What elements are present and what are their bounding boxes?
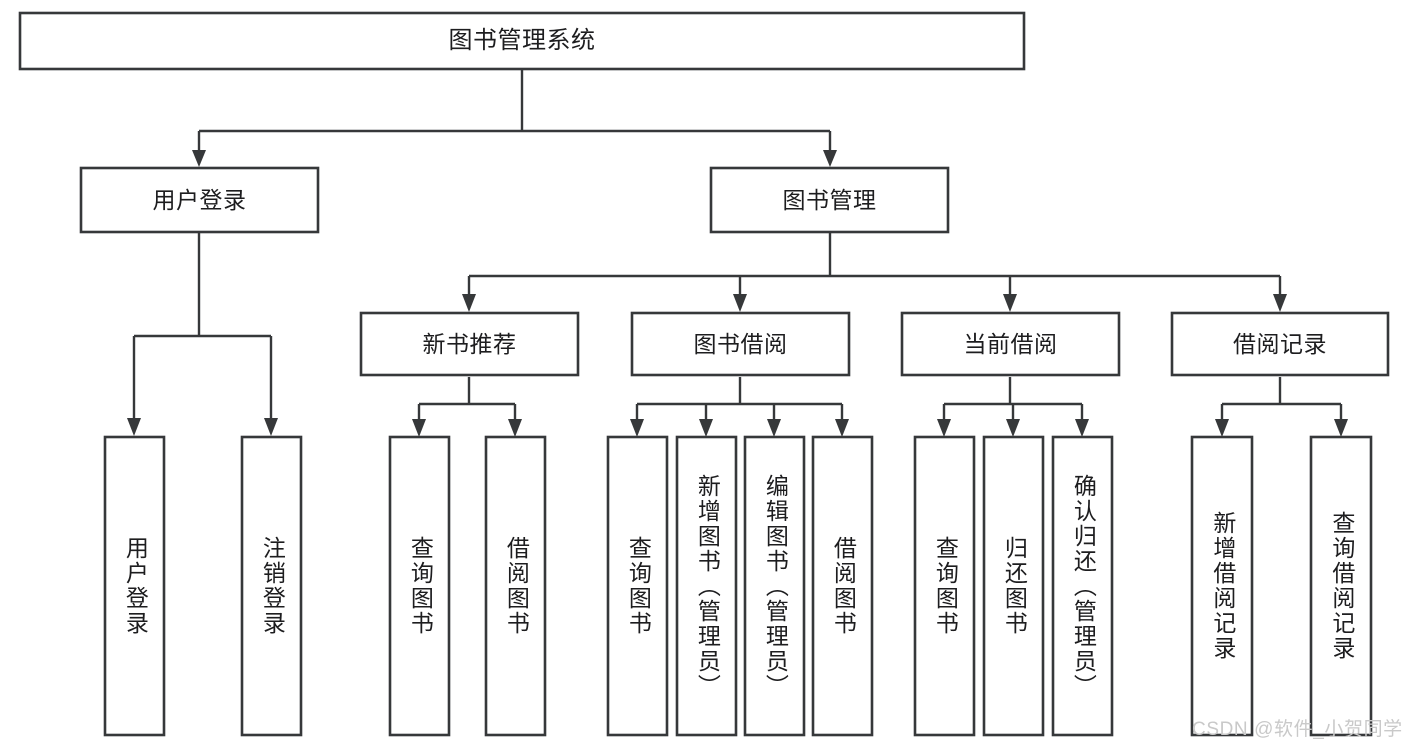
connector-group-borrow-record-to-leaves [1215,377,1348,437]
arrowhead-user-login [192,150,206,167]
arrowhead-book-manage [823,150,837,167]
node-box-root[interactable] [18,11,1026,71]
arrowhead-borrow-record [1273,294,1287,312]
arrowhead-bb-leaf-1 [630,419,644,437]
node-box-leaf-cb-return-book[interactable] [982,435,1045,737]
connector-group-book-manage-to-level2 [462,233,1287,312]
arrowhead-cb-leaf-1 [937,419,951,437]
arrowhead-bb-leaf-4 [835,419,849,437]
arrowhead-br-leaf-2 [1334,419,1348,437]
connector-group-user-login-to-leaves [127,233,278,436]
arrowhead-bb-leaf-2 [699,419,713,437]
arrowhead-current-borrow [1003,294,1017,312]
arrowhead-nb-leaf-1 [412,419,426,437]
node-box-leaf-bb-query-book[interactable] [606,435,669,737]
node-box-leaf-br-add-record[interactable] [1190,435,1254,737]
node-box-leaf-cb-query-book[interactable] [913,435,976,737]
node-box-user-login[interactable] [79,166,320,234]
arrowhead-bb-leaf-3 [767,419,781,437]
node-box-book-borrow[interactable] [630,311,851,377]
arrowhead-cb-leaf-3 [1075,419,1089,437]
connector-group-root-to-level1 [192,69,837,167]
node-box-leaf-logout-login[interactable] [240,435,303,737]
node-box-current-borrow[interactable] [900,311,1121,377]
node-box-leaf-nb-query-book[interactable] [388,435,451,737]
connector-group-current-borrow-to-leaves [937,377,1089,437]
connector-group-new-book-to-leaves [412,377,522,437]
node-box-leaf-bb-add-book[interactable] [675,435,738,737]
node-box-leaf-nb-borrow-book[interactable] [484,435,547,737]
node-box-leaf-user-login[interactable] [103,435,166,737]
arrowhead-leaf-user-login [127,418,141,436]
arrowhead-book-borrow [733,294,747,312]
node-box-new-book-recommend[interactable] [359,311,580,377]
node-box-leaf-bb-borrow-book[interactable] [811,435,874,737]
arrowhead-cb-leaf-2 [1006,419,1020,437]
connector-group-book-borrow-to-leaves [630,377,849,437]
node-box-leaf-br-query-record[interactable] [1309,435,1373,737]
node-box-book-manage[interactable] [709,166,950,234]
node-box-borrow-record[interactable] [1170,311,1390,377]
arrowhead-leaf-logout [264,418,278,436]
node-box-leaf-bb-edit-book[interactable] [743,435,806,737]
node-box-leaf-cb-confirm-return[interactable] [1051,435,1114,737]
arrowhead-nb-leaf-2 [508,419,522,437]
arrowhead-br-leaf-1 [1215,419,1229,437]
arrowhead-new-book [462,294,476,312]
